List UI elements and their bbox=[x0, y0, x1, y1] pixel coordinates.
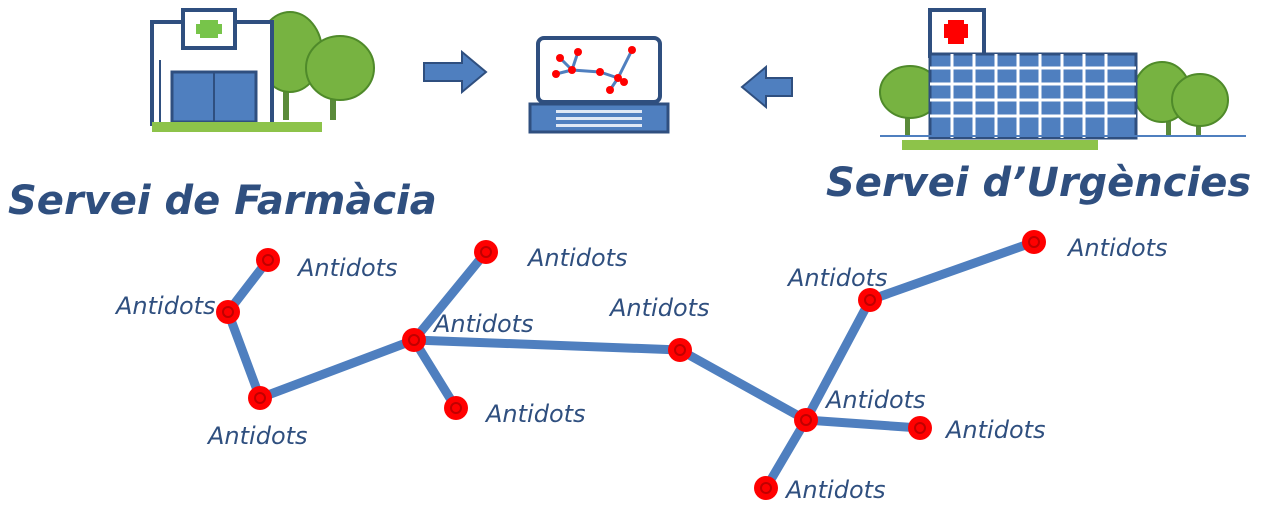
pharmacy-building-icon bbox=[150, 8, 375, 132]
network-node bbox=[444, 396, 468, 420]
network-node bbox=[794, 408, 818, 432]
node-label: Antidots bbox=[296, 254, 398, 282]
network-edge bbox=[409, 335, 461, 413]
network-edge bbox=[409, 335, 685, 355]
node-label: Antidots bbox=[114, 292, 216, 320]
pharmacy-tree-icon bbox=[257, 11, 375, 120]
network-node bbox=[858, 288, 882, 312]
network-node bbox=[668, 338, 692, 362]
network-edge bbox=[761, 415, 811, 493]
network-node bbox=[1022, 230, 1046, 254]
arrow-right-icon bbox=[423, 49, 488, 95]
hospital-tree-icon bbox=[879, 61, 1229, 136]
node-label: Antidots bbox=[944, 416, 1046, 444]
network-node bbox=[908, 416, 932, 440]
network-nodes bbox=[216, 230, 1046, 500]
node-label: Antidots bbox=[526, 244, 628, 272]
node-label: Antidots bbox=[786, 264, 888, 292]
network-node bbox=[474, 240, 498, 264]
pharmacy-service-title: Servei de Farmàcia bbox=[8, 178, 437, 224]
arrow-left-icon bbox=[740, 64, 793, 110]
network-node bbox=[256, 248, 280, 272]
network-edges bbox=[223, 237, 1039, 493]
emergency-service-title: Servei d’Urgències bbox=[826, 160, 1251, 206]
node-label: Antidots bbox=[432, 310, 534, 338]
network-edge bbox=[801, 295, 875, 425]
hospital-cross-icon bbox=[944, 20, 968, 44]
network-node bbox=[402, 328, 426, 352]
pharmacy-cross-icon bbox=[196, 20, 222, 38]
network-edge bbox=[675, 345, 811, 425]
node-label: Antidots bbox=[206, 422, 308, 450]
network-node bbox=[216, 300, 240, 324]
network-node bbox=[754, 476, 778, 500]
node-label: Antidots bbox=[784, 476, 886, 504]
network-edge bbox=[223, 307, 265, 403]
network-node bbox=[248, 386, 272, 410]
node-label: Antidots bbox=[1066, 234, 1168, 262]
network-edge bbox=[865, 237, 1039, 305]
network-edge bbox=[255, 335, 419, 403]
laptop-network-icon bbox=[528, 36, 670, 134]
node-label: Antidots bbox=[824, 386, 926, 414]
node-label: Antidots bbox=[484, 400, 586, 428]
network-edge bbox=[409, 247, 491, 345]
network-labels: AntidotsAntidotsAntidotsAntidotsAntidots… bbox=[114, 234, 1168, 504]
node-label: Antidots bbox=[608, 294, 710, 322]
network-edge bbox=[801, 415, 925, 433]
hospital-building-icon bbox=[879, 8, 1246, 150]
